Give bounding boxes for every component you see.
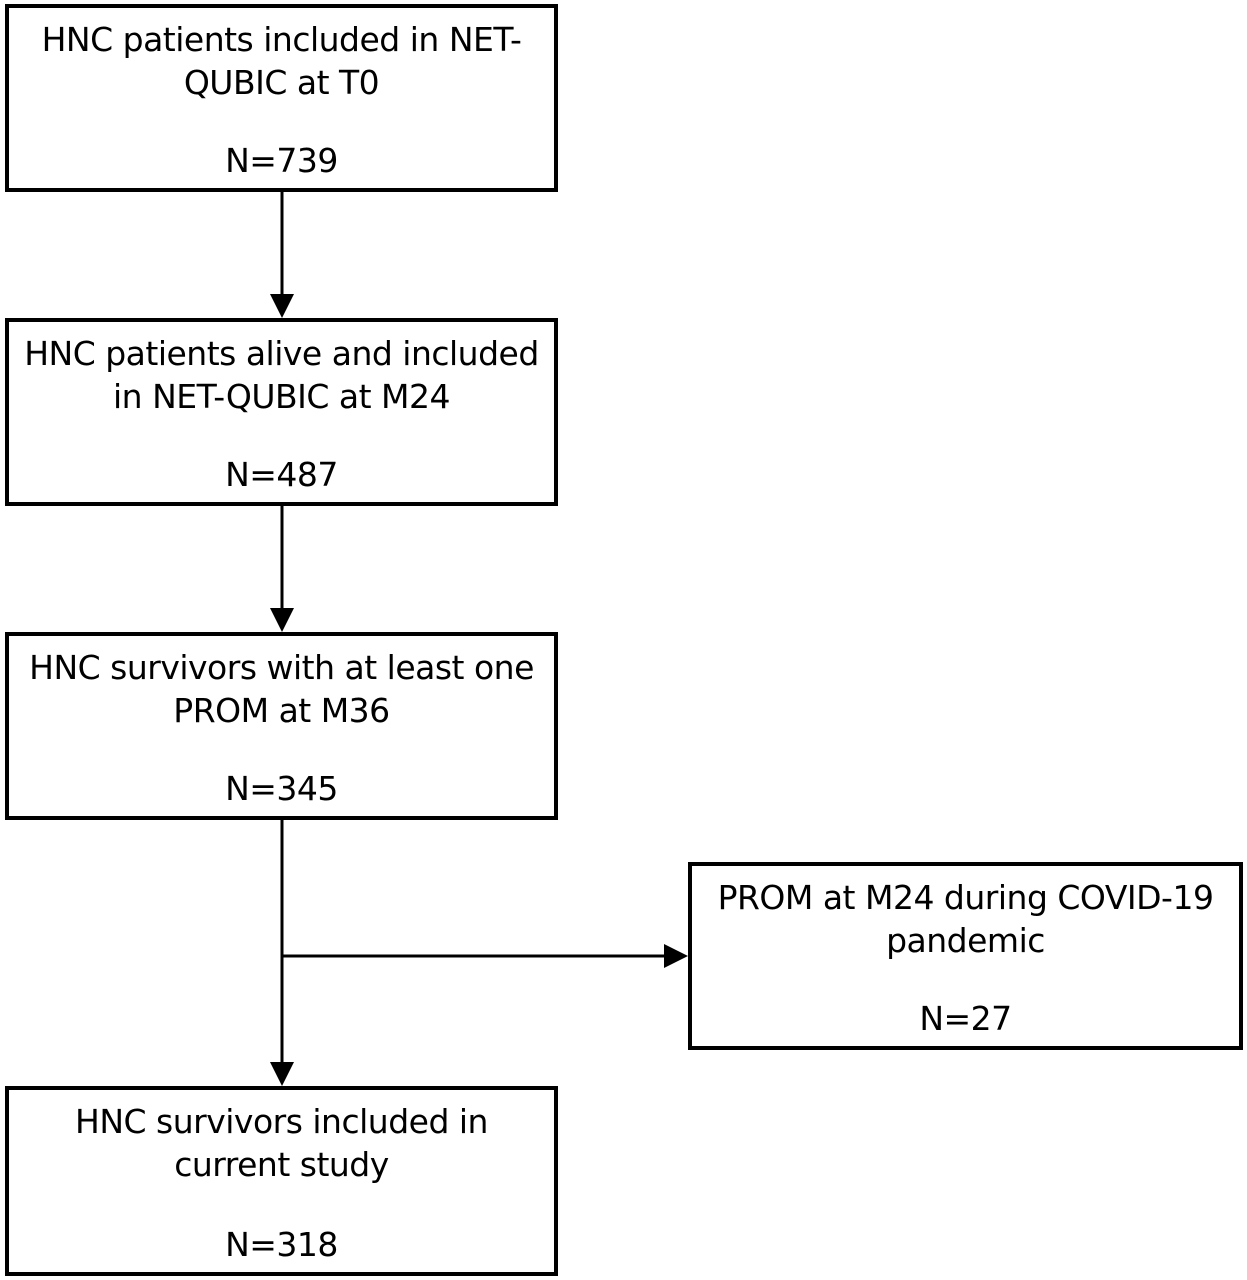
box-final-label-line-2: current study: [174, 1145, 389, 1184]
box-excluded-label: PROM at M24 during COVID-19 pandemic: [698, 876, 1233, 962]
box-m24-label: HNC patients alive and included in NET-Q…: [15, 332, 548, 418]
box-final-label: HNC survivors included in current study: [15, 1100, 548, 1186]
box-m24-count: N=487: [225, 455, 338, 494]
box-excluded-count: N=27: [919, 999, 1012, 1038]
box-m24-label-line-1: HNC patients alive and included: [24, 334, 539, 373]
box-excluded-covid: PROM at M24 during COVID-19 pandemic N=2…: [688, 862, 1243, 1050]
box-excluded-label-line-2: pandemic: [886, 921, 1045, 960]
arrowhead-m24-to-m36: [270, 608, 294, 632]
box-m36-label-line-1: HNC survivors with at least one: [29, 648, 534, 687]
box-m36-count: N=345: [225, 769, 338, 808]
box-final-count: N=318: [225, 1225, 338, 1264]
box-final-label-line-1: HNC survivors included in: [75, 1102, 488, 1141]
arrowhead-m36-to-excluded: [664, 944, 688, 968]
box-m36-label-line-2: PROM at M36: [173, 691, 390, 730]
box-t0-count: N=739: [225, 141, 338, 180]
arrowhead-t0-to-m24: [270, 294, 294, 318]
box-excluded-label-line-1: PROM at M24 during COVID-19: [717, 878, 1214, 917]
box-m24-alive: HNC patients alive and included in NET-Q…: [5, 318, 558, 506]
box-m36-label: HNC survivors with at least one PROM at …: [15, 646, 548, 732]
box-t0-label-line-2: QUBIC at T0: [183, 63, 380, 102]
box-m36-survivors: HNC survivors with at least one PROM at …: [5, 632, 558, 820]
box-t0-label: HNC patients included in NET- QUBIC at T…: [15, 18, 548, 104]
box-t0-included: HNC patients included in NET- QUBIC at T…: [5, 4, 558, 192]
box-t0-label-line-1: HNC patients included in NET-: [41, 20, 522, 59]
box-m24-label-line-2: in NET-QUBIC at M24: [113, 377, 451, 416]
box-final-included: HNC survivors included in current study …: [5, 1086, 558, 1276]
arrowhead-m36-to-final: [270, 1062, 294, 1086]
